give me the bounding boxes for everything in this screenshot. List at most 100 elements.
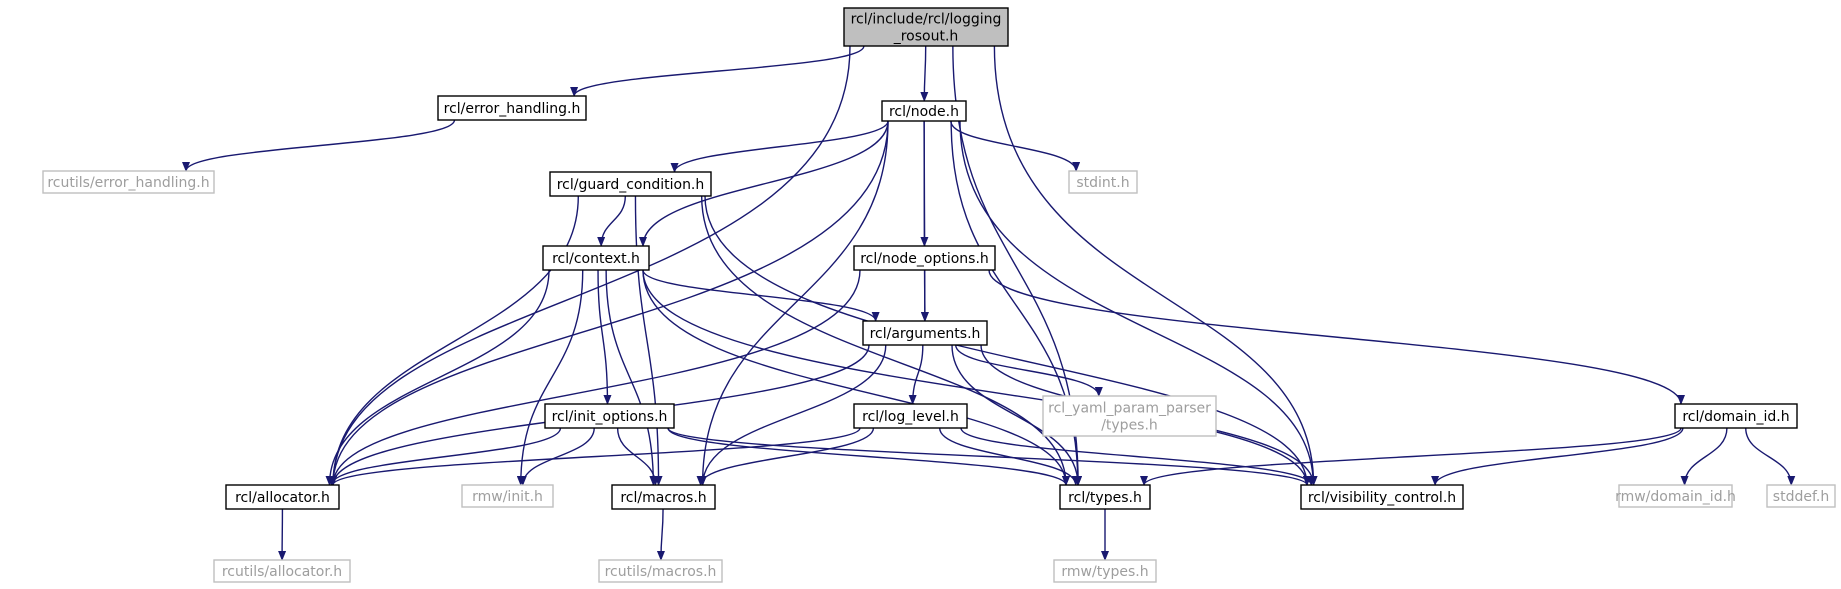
- edge-context-to-types: [642, 269, 1070, 486]
- node-label: stddef.h: [1773, 489, 1829, 505]
- node-types[interactable]: rcl/types.h: [1059, 484, 1151, 510]
- node-box: [862, 320, 988, 346]
- node-stdint: stdint.h: [1068, 170, 1138, 194]
- node-label: rcl/allocator.h: [235, 490, 330, 506]
- node-label: stdint.h: [1076, 175, 1129, 191]
- node-box: [542, 245, 650, 271]
- node-yaml-types: rcl_yaml_param_parser/types.h: [1042, 395, 1217, 437]
- node-rmw-domain-id: rmw/domain_id.h: [1615, 484, 1736, 508]
- node-label: rcl/log_level.h: [862, 409, 959, 425]
- edge-arguments-to-types: [951, 344, 1082, 486]
- node-label: rcl/init_options.h: [552, 409, 668, 425]
- node-label: rcl_yaml_param_parser: [1048, 401, 1211, 417]
- edge-macros-to-rcutils_macros: [656, 508, 665, 561]
- node-node-options[interactable]: rcl/node_options.h: [853, 245, 996, 271]
- edge-context-to-rmw_init: [516, 269, 584, 486]
- node-visibility-control[interactable]: rcl/visibility_control.h: [1300, 484, 1464, 510]
- edge-node_options-to-domain_id: [988, 269, 1685, 405]
- edge-context-to-init_options: [597, 269, 612, 405]
- edge-log_level-to-macros: [696, 427, 875, 486]
- node-error-handling[interactable]: rcl/error_handling.h: [437, 95, 587, 121]
- edge-init_options-to-rmw_init: [518, 427, 595, 486]
- node-label: rmw/types.h: [1061, 564, 1148, 580]
- edge-node-to-macros: [698, 120, 889, 486]
- node-stddef: stddef.h: [1766, 484, 1836, 508]
- edge-domain_id-to-stddef: [1745, 427, 1796, 486]
- node-label: rcutils/macros.h: [605, 564, 717, 580]
- edge-context-to-allocator: [325, 269, 550, 486]
- node-box: [225, 484, 340, 510]
- nodes-layer: rcl/include/rcl/logging_rosout.h rcl/erro…: [42, 7, 1836, 583]
- node-label: /types.h: [1101, 418, 1158, 434]
- edges-layer: [182, 45, 1796, 561]
- node-label: rcl/context.h: [552, 251, 640, 267]
- node-box: [843, 7, 1009, 47]
- node-box: [598, 559, 723, 583]
- edge-node-to-context: [639, 120, 889, 247]
- edge-guard_condition-to-macros: [634, 195, 663, 486]
- node-label: rcl/domain_id.h: [1682, 409, 1789, 425]
- edge-log_level-to-allocator: [329, 427, 861, 486]
- edge-context-to-arguments: [642, 269, 880, 322]
- node-box: [1068, 170, 1138, 194]
- node-box: [1618, 484, 1733, 508]
- node-init-options[interactable]: rcl/init_options.h: [544, 403, 675, 429]
- edge-guard_condition-to-allocator: [329, 195, 579, 486]
- edge-rosout-to-error_handling: [570, 45, 865, 97]
- node-box: [461, 484, 554, 508]
- node-rcutils-error-handling: rcutils/error_handling.h: [42, 170, 215, 194]
- node-label: rcutils/allocator.h: [222, 564, 342, 580]
- edge-arguments-to-macros: [698, 344, 887, 486]
- node-box: [213, 559, 351, 583]
- node-box: [1053, 559, 1157, 583]
- node-box: [1300, 484, 1464, 510]
- edge-log_level-to-types: [938, 427, 1080, 486]
- node-box: [1042, 395, 1217, 437]
- edge-guard_condition-to-visibility_control: [704, 195, 1311, 486]
- node-domain-id[interactable]: rcl/domain_id.h: [1674, 403, 1798, 429]
- node-box: [437, 95, 587, 121]
- edge-domain_id-to-rmw_domain_id: [1680, 427, 1728, 486]
- node-label: rcl/guard_condition.h: [557, 177, 705, 193]
- node-label: rcl/include/rcl/logging: [851, 12, 1002, 28]
- edge-node-to-stdint: [950, 120, 1081, 172]
- edge-domain_id-to-visibility_control: [1431, 427, 1684, 486]
- node-label: rcl/node_options.h: [860, 251, 989, 267]
- edge-init_options-to-macros: [616, 427, 660, 486]
- edge-rosout-to-node: [920, 45, 929, 102]
- node-box: [549, 171, 712, 197]
- node-label: rcl/macros.h: [620, 490, 706, 506]
- node-label: rcl/types.h: [1068, 490, 1142, 506]
- node-label: rcl/node.h: [889, 104, 959, 120]
- edge-node_options-to-allocator: [329, 269, 861, 486]
- node-guard-condition[interactable]: rcl/guard_condition.h: [549, 171, 712, 197]
- node-box: [544, 403, 675, 429]
- node-label: rmw/init.h: [472, 489, 543, 505]
- node-box: [611, 484, 716, 510]
- node-allocator[interactable]: rcl/allocator.h: [225, 484, 340, 510]
- node-rosout[interactable]: rcl/include/rcl/logging_rosout.h: [843, 7, 1009, 47]
- edge-context-to-visibility_control: [642, 269, 1311, 486]
- node-label: rmw/domain_id.h: [1615, 489, 1736, 505]
- node-macros[interactable]: rcl/macros.h: [611, 484, 716, 510]
- edge-init_options-to-visibility_control: [667, 427, 1311, 486]
- node-box: [1674, 403, 1798, 429]
- edge-context-to-macros: [605, 269, 658, 486]
- edge-arguments-to-log_level: [908, 344, 924, 405]
- edge-guard_condition-to-context: [597, 195, 627, 247]
- node-box: [1059, 484, 1151, 510]
- node-log-level[interactable]: rcl/log_level.h: [853, 403, 968, 429]
- node-box: [881, 100, 967, 122]
- edge-node-to-visibility_control: [959, 120, 1318, 486]
- node-box: [1766, 484, 1836, 508]
- node-arguments[interactable]: rcl/arguments.h: [862, 320, 988, 346]
- edge-init_options-to-types: [667, 427, 1070, 486]
- node-context[interactable]: rcl/context.h: [542, 245, 650, 271]
- node-rcutils-allocator: rcutils/allocator.h: [213, 559, 351, 583]
- node-rmw-init: rmw/init.h: [461, 484, 554, 508]
- edge-log_level-to-visibility_control: [960, 427, 1316, 486]
- node-rmw-types: rmw/types.h: [1053, 559, 1157, 583]
- node-node[interactable]: rcl/node.h: [881, 100, 967, 122]
- edge-rosout-to-allocator: [329, 45, 851, 486]
